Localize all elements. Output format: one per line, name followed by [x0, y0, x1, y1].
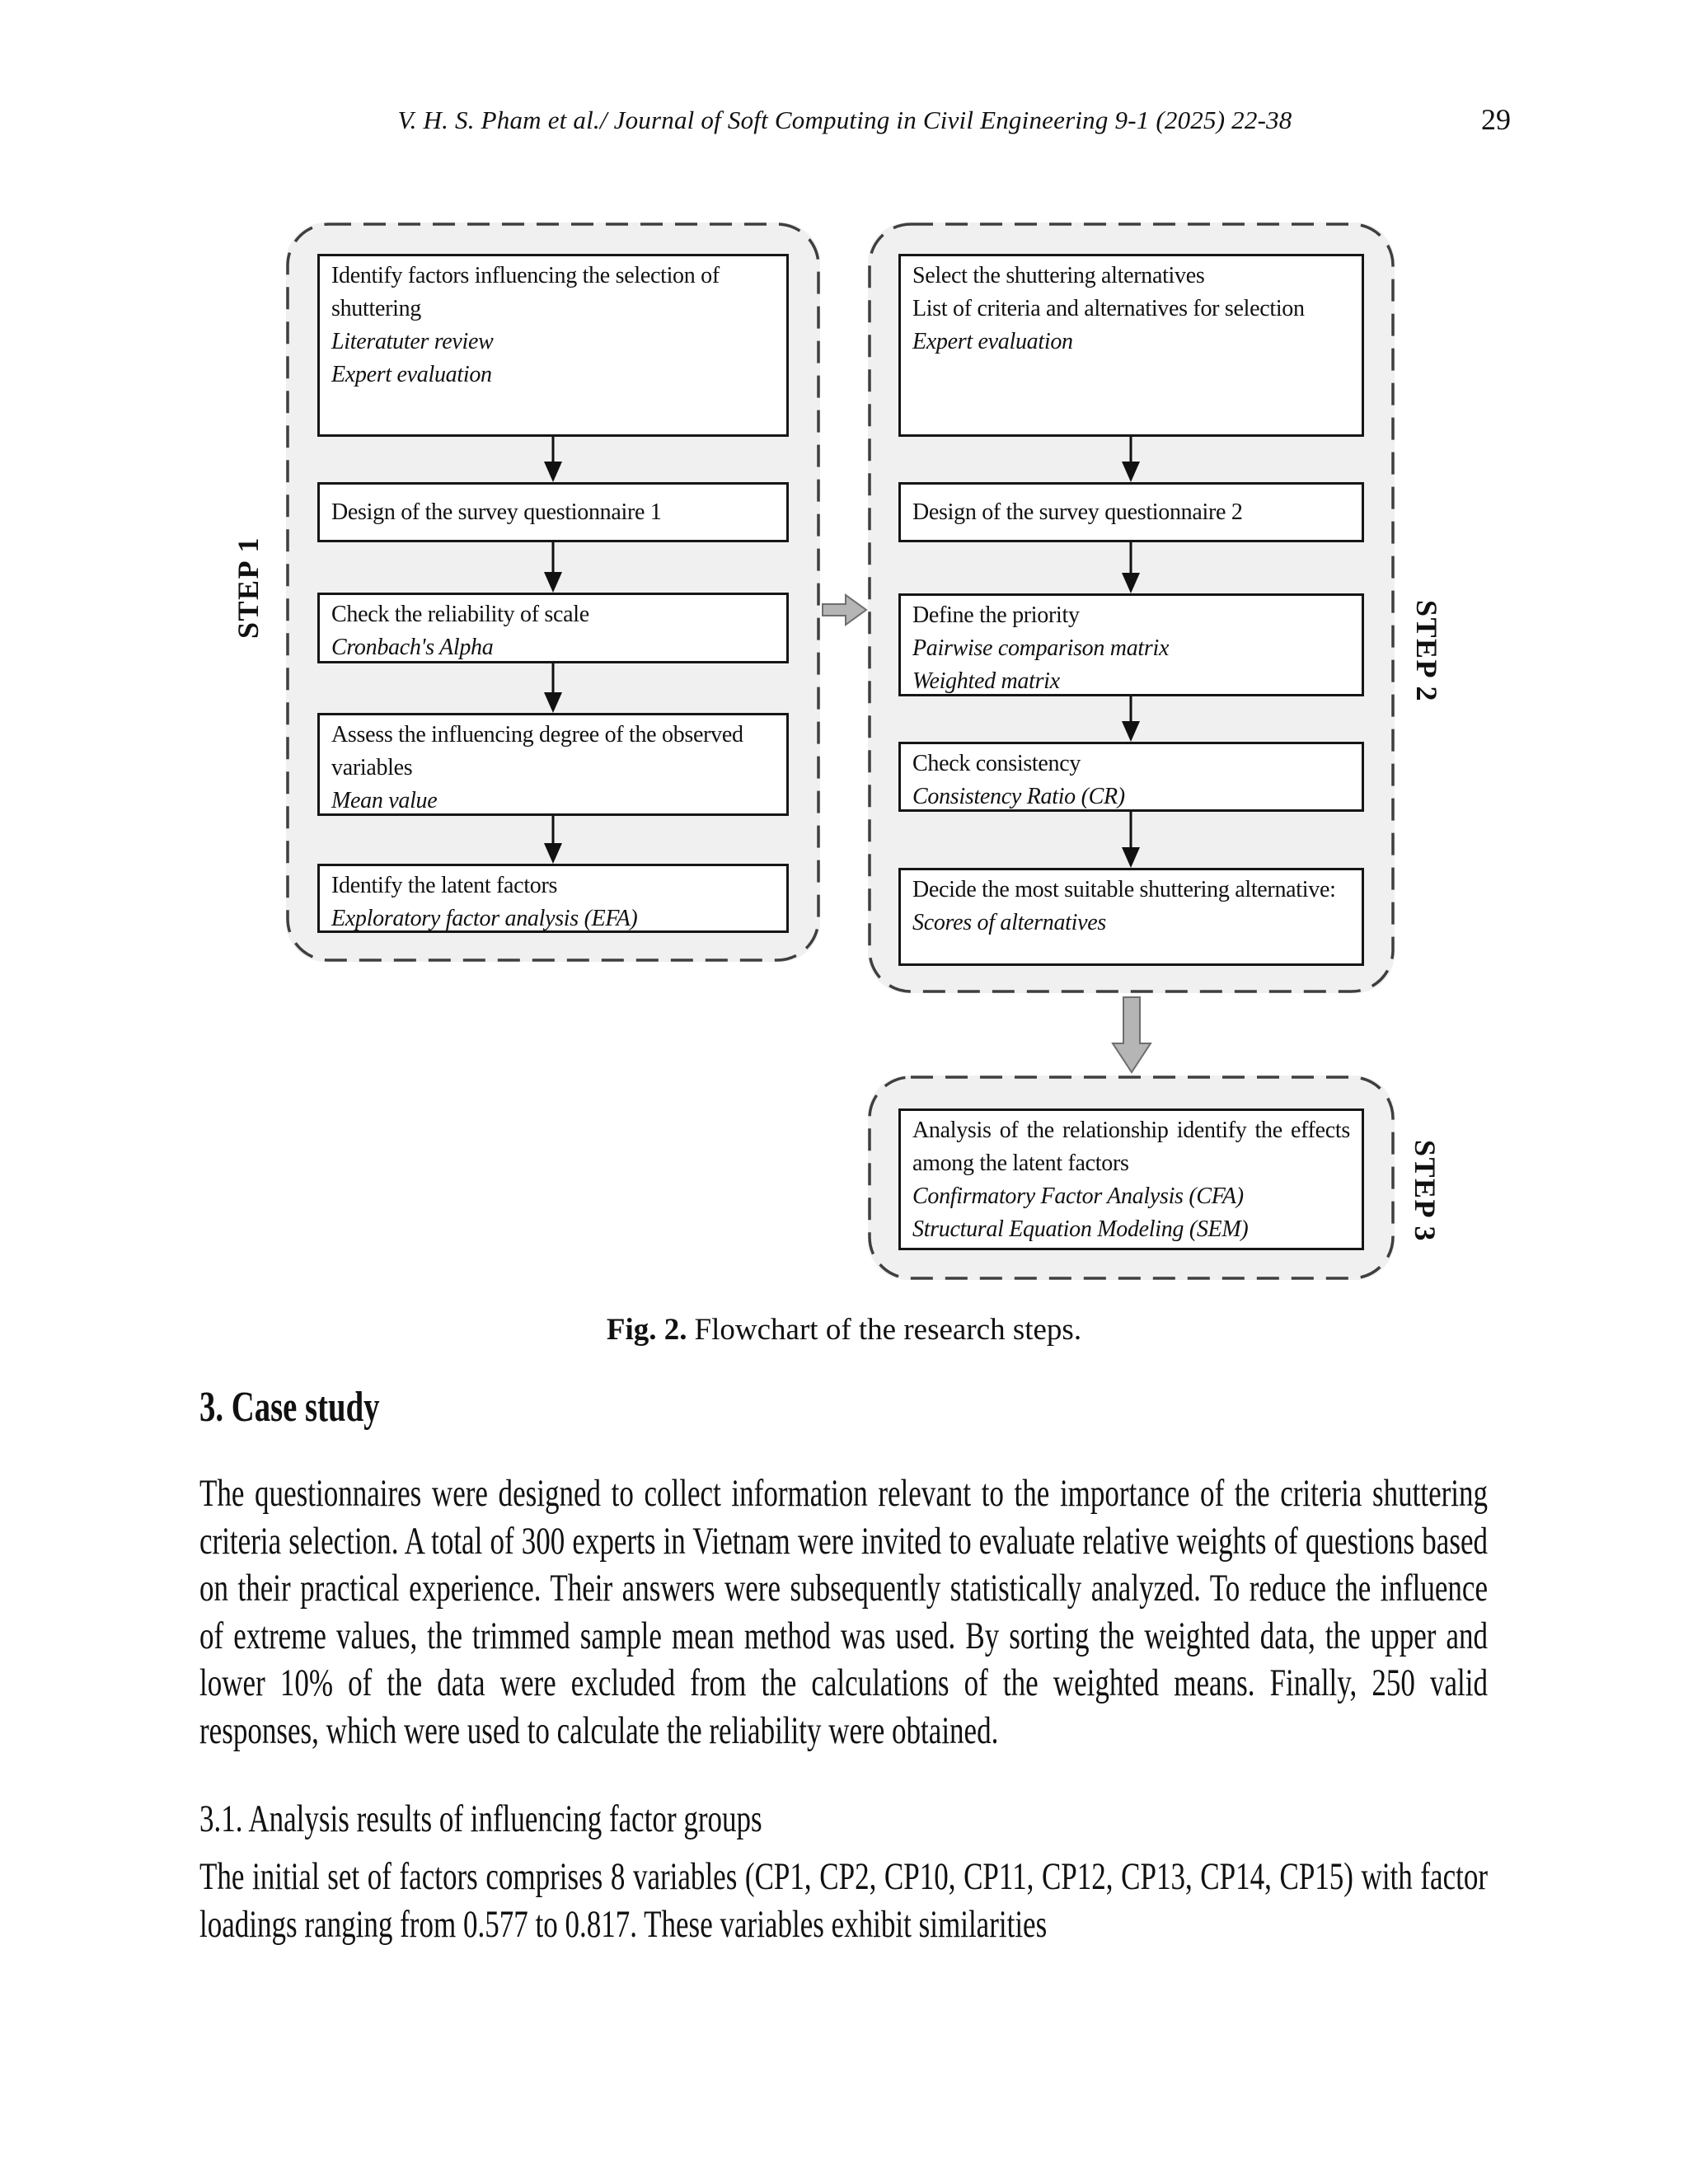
arrow-down-icon: [544, 663, 562, 713]
body-text: 3. Case study The questionnaires were de…: [199, 1383, 1488, 1948]
flow-box-decide-alternative: Decide the most suitable shuttering alte…: [898, 868, 1364, 966]
box-title: Design of the survey questionnaire 2: [912, 499, 1243, 525]
page-header-citation: V. H. S. Pham et al./ Journal of Soft Co…: [397, 105, 1292, 134]
arrow-down-icon: [544, 437, 562, 482]
step2-label: STEP 2: [1410, 599, 1443, 703]
box-title: Define the priority: [912, 602, 1080, 628]
flow-arrow-right-icon: [822, 593, 868, 626]
box-method: Cronbach's Alpha: [331, 635, 494, 660]
step1-dashed-border-icon: [286, 223, 820, 962]
box-method: Literatuter review: [331, 329, 494, 354]
step3-dashed-border-icon: [868, 1076, 1395, 1280]
box-title: Assess the influencing degree of the obs…: [331, 722, 743, 780]
flow-box-identify-latent-factors: Identify the latent factors Exploratory …: [317, 864, 789, 933]
box-title: Identify the latent factors: [331, 873, 558, 898]
flow-box-identify-factors: Identify factors influencing the selecti…: [317, 254, 789, 437]
flow-box-design-questionnaire-2: Design of the survey questionnaire 2: [898, 482, 1364, 542]
figure-caption-label: Fig. 2.: [606, 1313, 687, 1347]
figure-caption: Fig. 2.Flowchart of the research steps.: [0, 1312, 1688, 1347]
arrow-down-icon: [1122, 437, 1140, 482]
box-title: Check the reliability of scale: [331, 602, 589, 627]
box-method: Structural Equation Modeling (SEM): [912, 1216, 1249, 1242]
flow-box-design-questionnaire-1: Design of the survey questionnaire 1: [317, 482, 789, 542]
flow-box-assess-degree: Assess the influencing degree of the obs…: [317, 713, 789, 816]
arrow-down-icon: [1122, 812, 1140, 868]
step1-label: STEP 1: [232, 536, 265, 640]
box-subtitle: List of criteria and alternatives for se…: [912, 296, 1305, 321]
flow-box-check-consistency: Check consistency Consistency Ratio (CR): [898, 742, 1364, 812]
box-title: Design of the survey questionnaire 1: [331, 499, 662, 525]
box-method: Scores of alternatives: [912, 910, 1106, 935]
box-title: Decide the most suitable shuttering alte…: [912, 877, 1336, 902]
box-method: Consistency Ratio (CR): [912, 784, 1125, 809]
subsection-heading: 3.1. Analysis results of influencing fac…: [199, 1797, 762, 1840]
box-method: Confirmatory Factor Analysis (CFA): [912, 1183, 1244, 1209]
arrow-down-icon: [1122, 696, 1140, 742]
box-title: Identify factors influencing the selecti…: [331, 263, 720, 321]
section-heading: 3. Case study: [199, 1384, 380, 1431]
step2-dashed-border-icon: [868, 223, 1395, 993]
box-title: Analysis of the relationship identify th…: [912, 1118, 1350, 1176]
step3-label: STEP 3: [1409, 1139, 1442, 1243]
section-paragraph: The questionnaires were designed to coll…: [199, 1472, 1489, 1752]
flow-box-analysis-relationship: Analysis of the relationship identify th…: [898, 1108, 1364, 1250]
page-number: 29: [1481, 103, 1511, 136]
flow-box-check-reliability: Check the reliability of scale Cronbach'…: [317, 593, 789, 663]
box-method: Expert evaluation: [331, 362, 492, 387]
box-title: Select the shuttering alternatives: [912, 263, 1205, 288]
box-method: Mean value: [331, 788, 438, 813]
flow-box-select-alternatives: Select the shuttering alternatives List …: [898, 254, 1364, 437]
figure-caption-text: Flowchart of the research steps.: [694, 1313, 1082, 1347]
arrow-down-icon: [1122, 542, 1140, 593]
flow-arrow-down-icon: [1111, 996, 1152, 1074]
box-method: Pairwise comparison matrix: [912, 635, 1170, 661]
box-title: Check consistency: [912, 751, 1081, 776]
flow-box-define-priority: Define the priority Pairwise comparison …: [898, 593, 1364, 696]
box-method: Weighted matrix: [912, 668, 1060, 694]
box-method: Expert evaluation: [912, 329, 1073, 354]
arrow-down-icon: [544, 542, 562, 593]
subsection-paragraph: The initial set of factors comprises 8 v…: [199, 1855, 1489, 1946]
arrow-down-icon: [544, 816, 562, 864]
box-method: Exploratory factor analysis (EFA): [331, 906, 638, 931]
